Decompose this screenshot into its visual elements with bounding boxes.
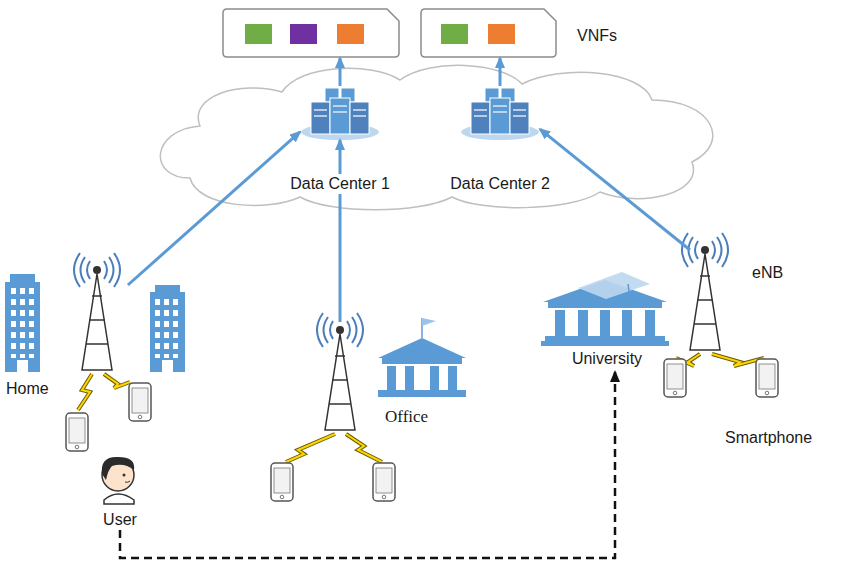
link-arrow <box>499 58 502 86</box>
vnf-outline <box>222 8 400 58</box>
vnf-outline <box>420 8 557 58</box>
node-label: Data Center 1 <box>288 174 392 194</box>
vnf-outline <box>223 9 399 57</box>
link-arrow <box>339 140 342 322</box>
node-label: User <box>103 510 137 530</box>
node-label: eNB <box>752 263 783 283</box>
node-label: VNFs <box>577 26 617 46</box>
vnf-squares <box>245 24 515 44</box>
office-site: Office <box>275 322 475 434</box>
mobility-path <box>120 372 615 558</box>
cloud <box>160 65 712 209</box>
office-building <box>378 318 466 397</box>
data-center: Data Center 1 <box>300 86 380 140</box>
vnf-box: VNFs <box>420 8 557 58</box>
smartphone-icon <box>66 359 778 501</box>
link-arrow <box>540 129 690 250</box>
server-icon <box>301 88 379 140</box>
vnf-box <box>222 8 400 58</box>
radio-link <box>78 354 764 462</box>
server-icon <box>461 88 539 140</box>
tower-icon <box>317 313 363 430</box>
tower-icon <box>74 253 120 370</box>
free-label: Smartphone <box>725 428 812 448</box>
enb-tower: eNB <box>680 250 780 360</box>
data-center: Data Center 2 <box>460 86 540 140</box>
node-label: Home <box>6 379 49 399</box>
node-label: Data Center 2 <box>448 174 552 194</box>
link-arrow <box>339 58 342 86</box>
home-site: Home <box>0 285 195 400</box>
node-label: Office <box>385 407 428 427</box>
link-arrow <box>128 132 300 285</box>
university-site: University <box>545 272 670 372</box>
vnf-outline <box>421 9 556 57</box>
user-icon <box>102 457 134 504</box>
user-node: User <box>95 455 145 530</box>
university-building <box>541 272 669 346</box>
node-label: University <box>572 349 642 369</box>
